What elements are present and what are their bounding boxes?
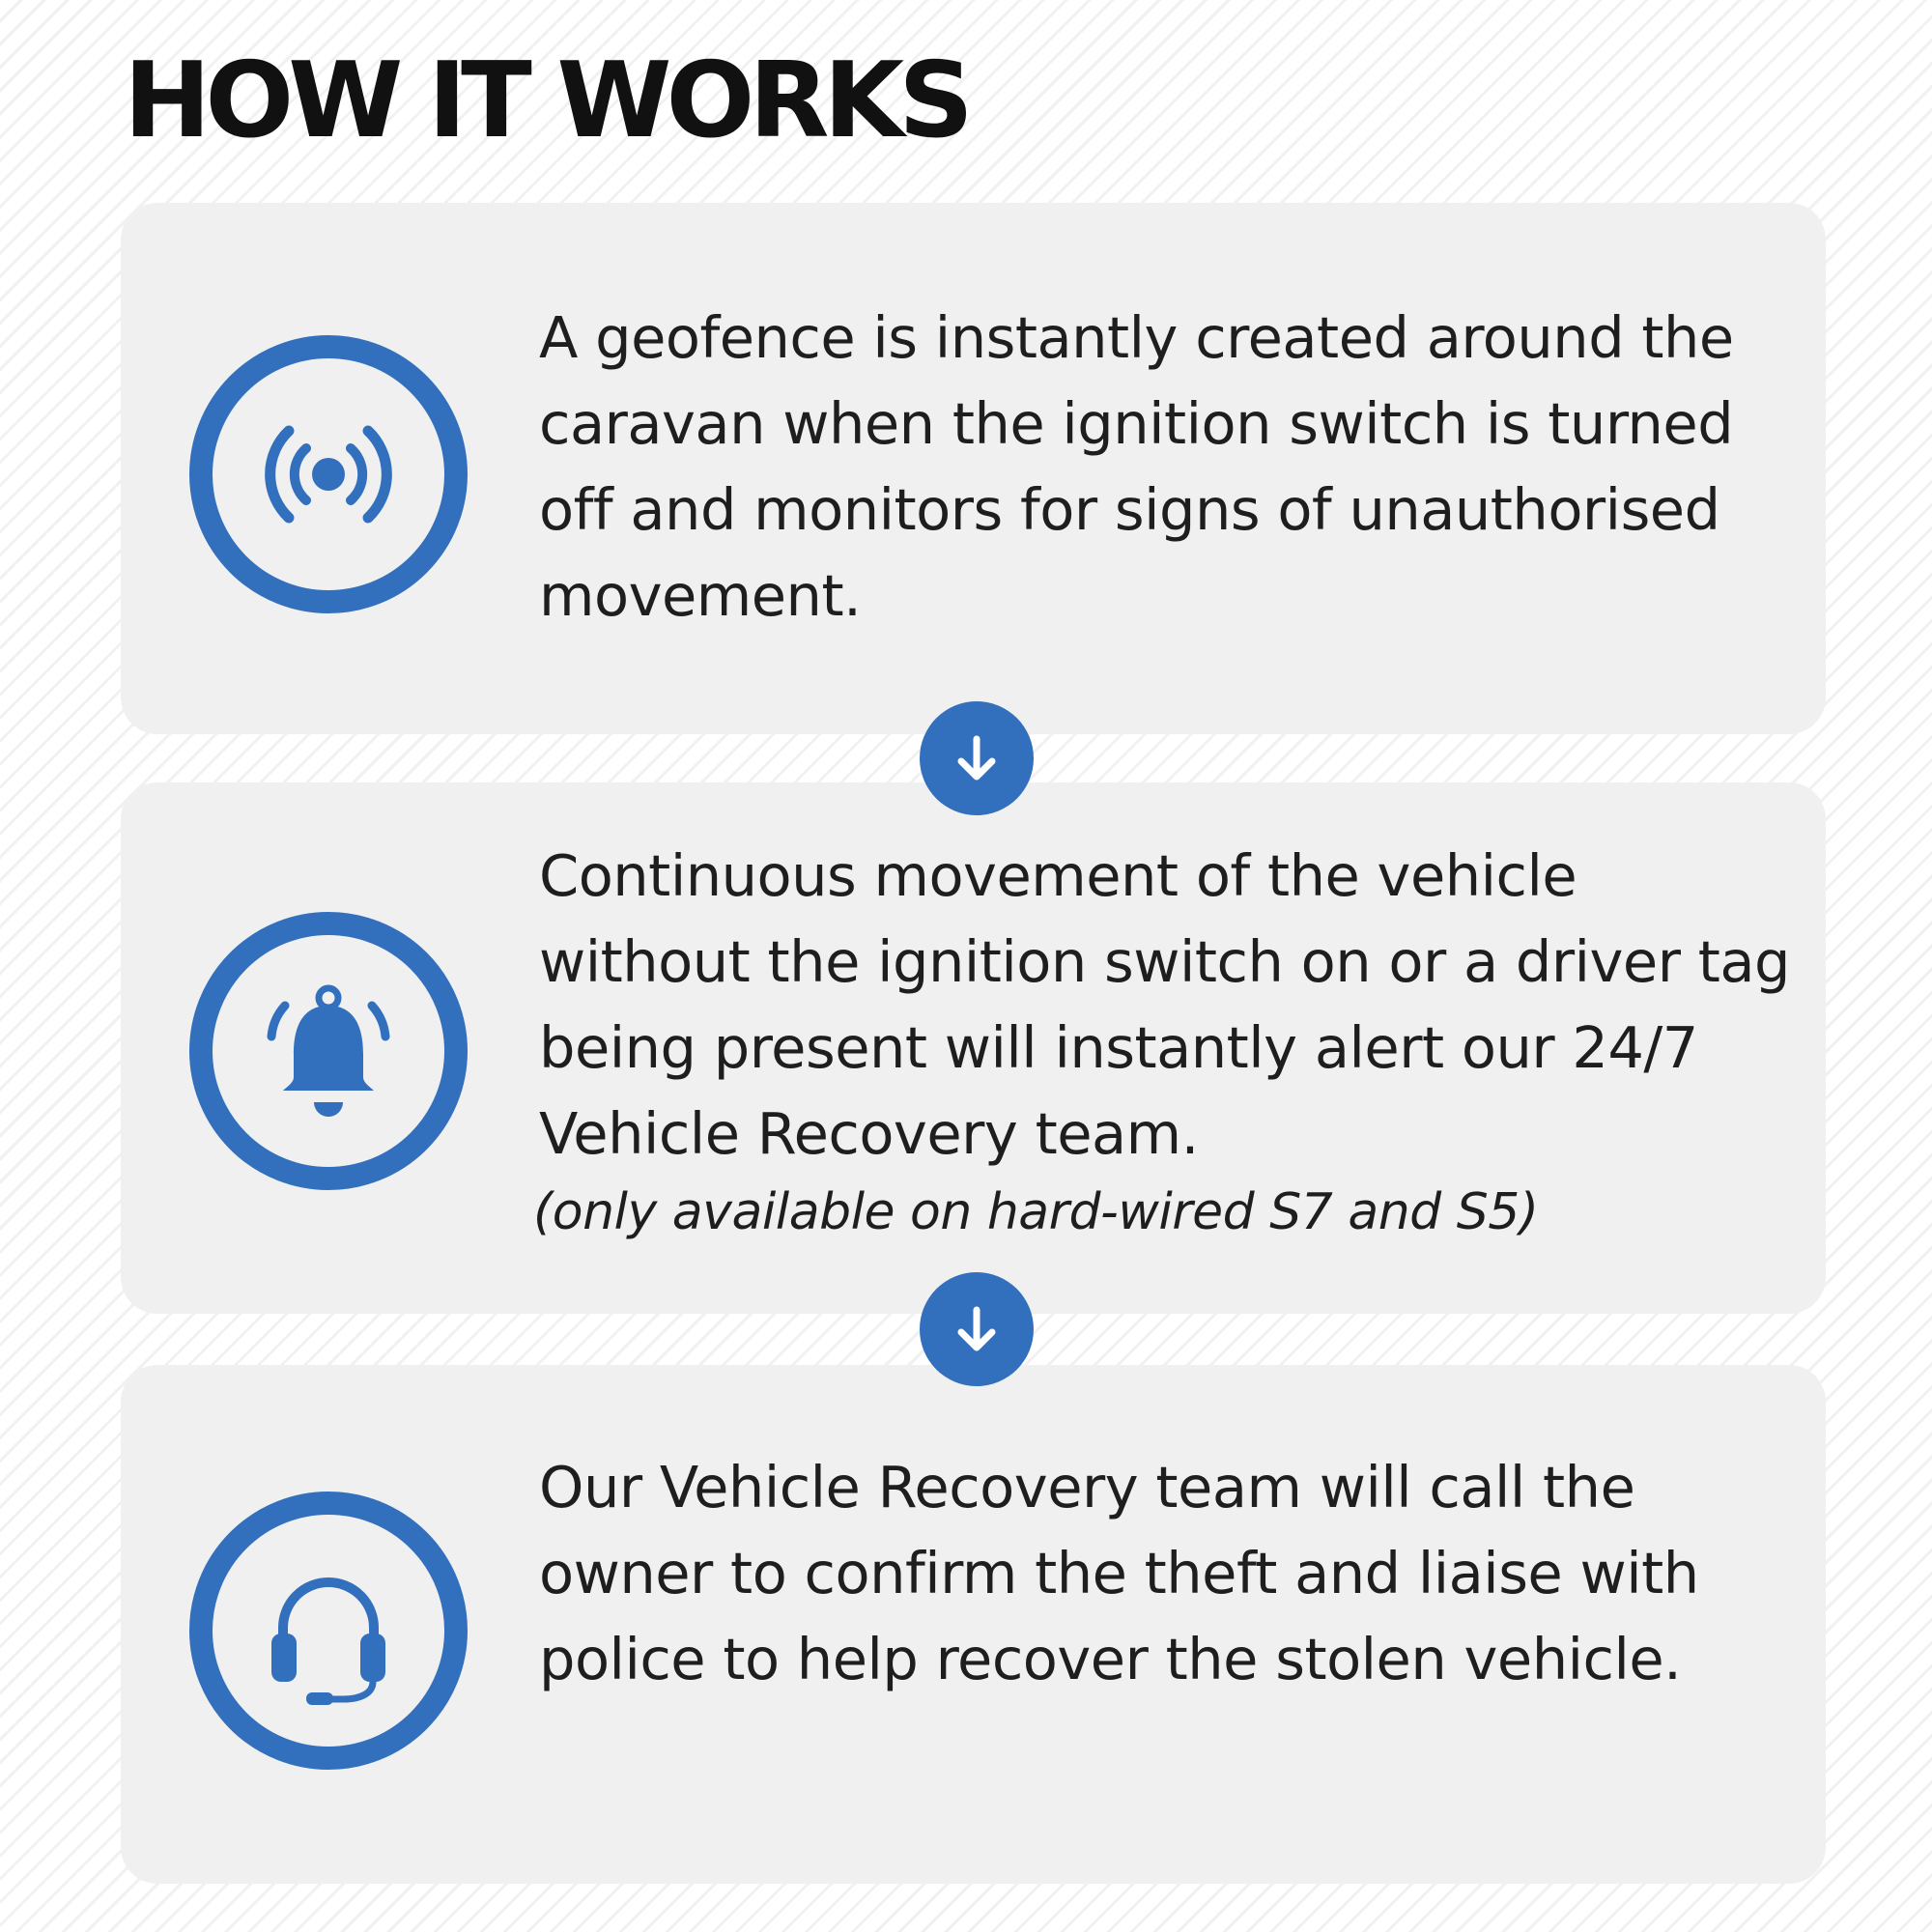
step-2-availability-note: (only available on hard-wired S7 and S5): [533, 1183, 1539, 1241]
broadcast-signal-icon: [189, 335, 468, 613]
step-card-1: A geofence is instantly created around t…: [121, 203, 1826, 734]
step-card-2: Continuous movement of the vehicle witho…: [121, 782, 1826, 1314]
headset-icon: [189, 1492, 468, 1770]
arrow-down-icon: [920, 1272, 1034, 1386]
alarm-bell-icon: [189, 912, 468, 1190]
step-2-description: Continuous movement of the vehicle witho…: [539, 842, 1790, 1167]
step-3-description: Our Vehicle Recovery team will call the …: [539, 1454, 1699, 1692]
step-1-description: A geofence is instantly created around t…: [539, 304, 1734, 629]
page-title: HOW IT WORKS: [124, 41, 974, 161]
step-card-3: Our Vehicle Recovery team will call the …: [121, 1365, 1826, 1884]
arrow-down-icon: [920, 701, 1034, 815]
